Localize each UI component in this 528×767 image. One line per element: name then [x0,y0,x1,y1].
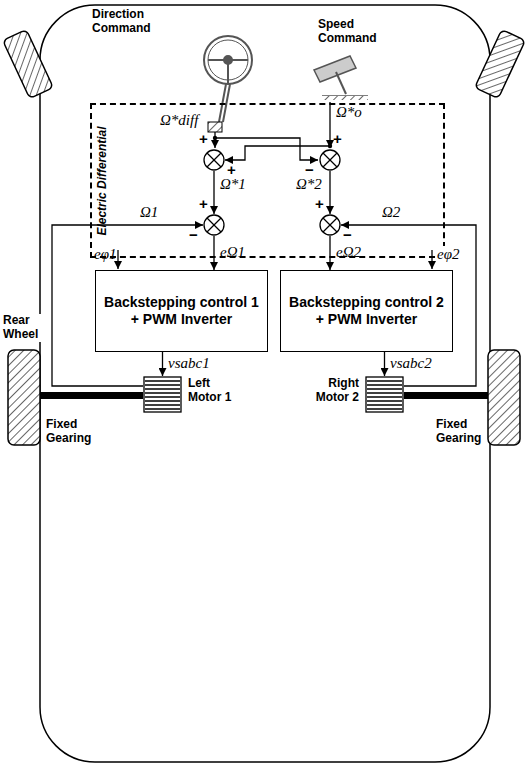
junction-cross [207,218,221,232]
sign-symbol: − [189,227,198,242]
control-box: Backstepping control 1 + PWM Inverter [95,270,268,352]
junction-ring [204,215,224,235]
sign-symbol: + [315,196,324,211]
signal-name: eφ1 [94,246,116,263]
motor-drawing [143,376,182,413]
shaft [404,392,488,399]
sign-symbol: − [305,162,314,177]
winding-stroke [367,384,402,386]
winding-stroke [367,404,402,406]
winding-stroke [367,396,402,398]
signal-line [329,236,330,270]
rear-wheel [8,350,40,445]
control-box: Backstepping control 2 + PWM Inverter [280,270,453,352]
front-wheel [3,30,54,99]
signal-name: vsabc1 [168,355,210,372]
winding-stroke [367,392,402,394]
winding-stroke [145,400,180,402]
signal-line [213,236,214,270]
sign-symbol: + [227,162,236,177]
steering-sensor [208,122,222,132]
winding-stroke [367,380,402,382]
winding-stroke [145,404,180,406]
car-body [40,5,490,762]
junction-dot [213,136,217,140]
motor-drawing [365,376,404,413]
winding-stroke [145,380,180,382]
signal-name: Ω1 [140,204,158,221]
winding-stroke [145,396,180,398]
signal-name: Ω2 [382,204,400,221]
box-text: Backstepping control 2 + PWM Inverter [287,294,446,329]
front-wheel [475,30,526,99]
signal-name: Ω*2 [296,176,322,193]
region-title: Electric Differential [95,126,109,235]
signal-name: eφ2 [437,246,459,263]
junction-cross [207,218,221,232]
shaft [40,392,143,399]
signal-line [384,352,385,376]
junction-ring [320,150,340,170]
signal-name: Ω*o [336,104,362,121]
signal-name: Ω*diff [160,112,198,129]
signal-line [329,171,330,214]
reference-wires [118,102,432,269]
junction-circle [319,214,341,236]
sign-symbol: + [199,196,208,211]
rear-wheel [488,350,520,445]
junction-cross [323,218,337,232]
sign-symbol: + [333,131,342,146]
junction-ring [320,215,340,235]
junction-cross [207,153,221,167]
junction-circle [319,149,341,171]
box-text: Backstepping control 1 + PWM Inverter [102,294,261,329]
signal-name: Ω*1 [220,176,246,193]
summing-junction: +− [319,149,341,171]
summing-junction: +− [203,214,225,236]
sign-symbol: − [343,227,352,242]
signal-name: eΩ2 [336,244,361,261]
motor-symbol: Right Motor 2 [365,376,404,413]
signal-name: vsabc2 [390,355,432,372]
winding-stroke [367,400,402,402]
summing-junction: ++ [203,149,225,171]
signal-line [213,171,214,214]
summing-junction: +− [319,214,341,236]
motor-body [366,377,403,412]
winding-stroke [145,408,180,410]
part-name: Fixed Gearing [46,418,102,446]
junction-circle [203,149,225,171]
motor-body [144,377,181,412]
signal-line [162,352,163,376]
junction-cross [323,153,337,167]
winding-stroke [367,388,402,390]
winding-stroke [145,384,180,386]
winding-stroke [367,408,402,410]
motor-label: Left Motor 1 [188,376,242,405]
junction-dot [328,144,332,148]
winding-stroke [145,388,180,390]
steering-wheel [204,36,252,122]
part-name: Direction Command [92,8,174,36]
part-name: Rear Wheel [3,314,45,342]
part-name: Speed Command [318,18,388,46]
motor-label: Right Motor 2 [305,376,359,405]
junction-ring [204,150,224,170]
junction-cross [323,153,337,167]
part-name: Fixed Gearing [436,418,488,446]
sign-symbol: + [199,131,208,146]
junction-circle [203,214,225,236]
signal-name: eΩ1 [220,244,245,261]
speed-pedal [314,56,368,100]
dashed-region: Electric Differential+++−+−+− [90,103,445,258]
junction-cross [323,218,337,232]
motor-symbol: Left Motor 1 [143,376,182,413]
winding-stroke [145,392,180,394]
junction-cross [207,153,221,167]
